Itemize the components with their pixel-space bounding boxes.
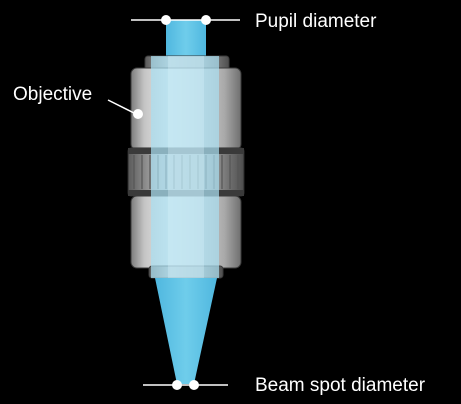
pupil-right-dot	[201, 15, 211, 25]
pupil-diameter-label: Pupil diameter	[255, 11, 377, 32]
focused-beam-cone	[155, 278, 217, 384]
pupil-diameter-marker	[131, 15, 240, 25]
beam-spot-diameter-marker	[143, 380, 228, 390]
beam-through-objective	[151, 56, 219, 278]
input-beam	[166, 20, 206, 56]
spot-right-dot	[189, 380, 199, 390]
objective-dot	[133, 109, 143, 119]
beam-spot-diameter-label: Beam spot diameter	[255, 375, 426, 396]
objective-leader-line	[107, 99, 137, 115]
pupil-left-dot	[161, 15, 171, 25]
objective-label: Objective	[13, 84, 92, 105]
spot-left-dot	[172, 380, 182, 390]
